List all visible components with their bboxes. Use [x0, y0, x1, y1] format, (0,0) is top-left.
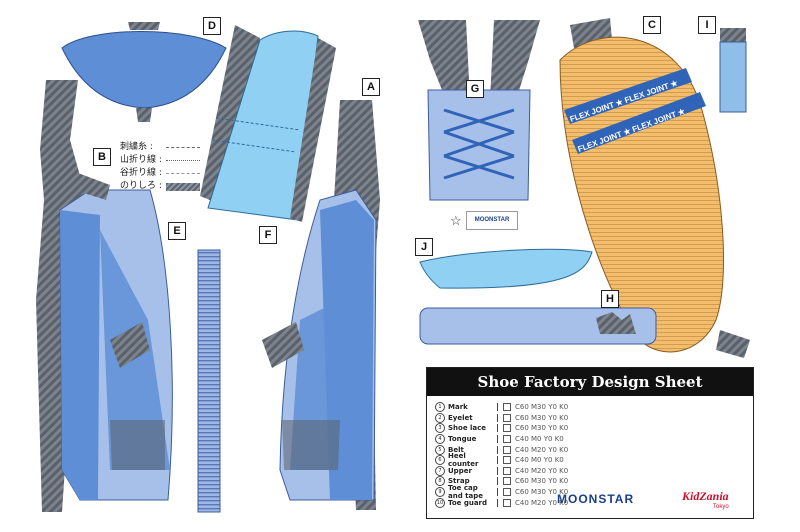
label-g: G [466, 80, 484, 98]
part-name: Mark [448, 403, 468, 412]
color-code: C60 M30 Y0 K0 [515, 424, 569, 433]
moonstar-logo: MOONSTAR [557, 492, 635, 506]
part-number: 2 [435, 412, 445, 423]
color-swatch [503, 445, 511, 454]
piece-f [200, 25, 336, 222]
color-swatch [503, 403, 511, 412]
part-number: 6 [435, 455, 445, 466]
label-a: A [362, 78, 380, 96]
color-code: C60 M30 Y0 K0 [515, 477, 569, 486]
color-code: C60 M30 Y0 K0 [515, 413, 569, 422]
color-code: C40 M20 Y0 K0 [515, 498, 569, 507]
part-name: Toe guard [448, 498, 488, 507]
part-number: 8 [435, 476, 445, 487]
label-e: E [168, 222, 186, 240]
piece-c [559, 18, 750, 358]
legend-valley: 谷折り線 : [120, 167, 200, 180]
label-h: H [601, 290, 619, 308]
part-number: 10 [435, 497, 445, 508]
label-c: C [643, 16, 661, 34]
color-swatch [503, 435, 511, 444]
label-d: D [203, 17, 221, 35]
part-number: 7 [435, 465, 445, 476]
legend-stitch: 刺繍糸 : [120, 141, 200, 154]
label-f: F [259, 226, 277, 244]
piece-h [419, 307, 657, 345]
piece-i [719, 28, 747, 113]
part-name: Toe cap and tape [448, 484, 483, 501]
piece-e [197, 249, 221, 513]
part-number: 4 [435, 434, 445, 445]
color-swatch [503, 413, 511, 422]
part-name: Upper [448, 466, 472, 475]
color-swatch [503, 466, 511, 475]
legend-glue: のりしろ : [120, 180, 200, 193]
label-i: I [698, 16, 716, 34]
part-number: 9 [435, 487, 445, 498]
part-number: 3 [435, 423, 445, 434]
legend-mountain: 山折り線 : [120, 154, 200, 167]
piece-b [36, 80, 173, 512]
part-name: Strap [448, 477, 470, 486]
star-icon: ☆ [450, 213, 462, 228]
color-code: C40 M0 Y0 K0 [515, 456, 564, 465]
part-name: Eyelet [448, 413, 473, 422]
line-legend: 刺繍糸 : 山折り線 : 谷折り線 : のりしろ : [120, 141, 200, 193]
card-title: Shoe Factory Design Sheet [427, 368, 753, 396]
piece-a [262, 100, 380, 510]
part-name: Heel counter [448, 452, 479, 469]
piece-d [61, 22, 227, 122]
color-code: C40 M20 Y0 K0 [515, 445, 569, 454]
color-code: C60 M30 Y0 K0 [515, 403, 569, 412]
color-swatch [503, 424, 511, 433]
color-swatch [503, 456, 511, 465]
color-code: C40 M20 Y0 K0 [515, 466, 569, 475]
color-swatch [503, 488, 511, 497]
part-name: Tongue [448, 435, 477, 444]
color-swatch [503, 477, 511, 486]
part-name: Belt [448, 445, 464, 454]
part-number: 1 [435, 402, 445, 413]
color-swatch [503, 498, 511, 507]
color-code: C40 M0 Y0 K0 [515, 435, 564, 444]
part-number: 5 [435, 444, 445, 455]
label-b: B [93, 148, 111, 166]
moonstar-small-logo: MOONSTAR [466, 211, 518, 230]
piece-j [419, 248, 593, 289]
part-name: Shoe lace [448, 424, 487, 433]
label-j: J [415, 238, 433, 256]
color-code: C60 M30 Y0 K0 [515, 488, 569, 497]
piece-g [418, 20, 540, 201]
